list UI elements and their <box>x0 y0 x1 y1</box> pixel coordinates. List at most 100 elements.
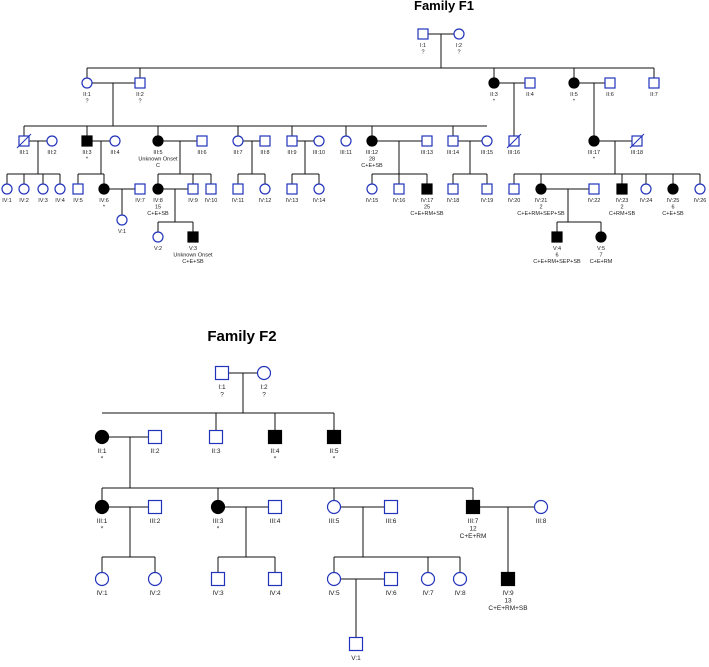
female-circle-f1-v-1 <box>116 214 128 226</box>
individual-id-f1-iv-8: IV:8 <box>153 198 163 204</box>
male-square-f1-iv-20 <box>508 183 520 195</box>
individual-id-f1-iii-13: III:13 <box>421 150 433 156</box>
female-circle-f2-iii-5 <box>326 499 342 515</box>
individual-f2-iii-5: III:5 <box>326 499 342 525</box>
individual-note-f2-ii-1: * <box>101 456 104 463</box>
individual-f1-iv-22: IV:22 <box>588 183 600 204</box>
individual-id-f2-iii-7: III:7 <box>468 518 479 525</box>
female-circle-f1-iv-3 <box>37 183 49 195</box>
individual-id-f1-iv-2: IV:2 <box>19 198 29 204</box>
female-circle-f1-iv-15 <box>366 183 378 195</box>
male-square-f2-iii-7 <box>465 499 481 515</box>
individual-f2-ii-2: II:2 <box>147 429 163 455</box>
female-circle-f1-iv-24 <box>640 183 652 195</box>
individual-f1-v-4: V:46C+E+RM+SEP+SB <box>533 231 581 265</box>
individual-id-f1-iii-6: III:6 <box>197 150 206 156</box>
individual-f1-ii-2: II:2? <box>134 77 146 105</box>
individual-f2-v-1: V:1 <box>348 636 364 662</box>
individual-f1-ii-7: II:7 <box>648 77 660 98</box>
individual-f2-iii-2: III:2 <box>147 499 163 525</box>
female-circle-f2-iii-8 <box>533 499 549 515</box>
individual-f1-iv-1: IV:1 <box>1 183 13 204</box>
individual-note-f2-ii-4: * <box>274 456 277 463</box>
individual-note-f1-ii-3: * <box>493 99 496 105</box>
female-circle-f1-iii-5 <box>152 135 164 147</box>
female-circle-f2-iv-1 <box>94 571 110 587</box>
individual-f1-iii-18: III:18 <box>629 133 645 156</box>
male-square-f1-iv-19 <box>481 183 493 195</box>
individual-id-f2-iii-6: III:6 <box>386 518 397 525</box>
individual-id-f1-v-1: V:1 <box>118 229 126 235</box>
individual-f1-iv-16: IV:16 <box>393 183 405 204</box>
individual-id-f1-ii-7: II:7 <box>650 92 658 98</box>
female-circle-f1-i-2 <box>453 28 465 40</box>
individual-f1-ii-4: II:4 <box>524 77 536 98</box>
individual-id-f1-iv-6: IV:6 <box>99 198 109 204</box>
female-circle-f1-iii-2 <box>46 135 58 147</box>
individual-id-f2-ii-5: II:5 <box>329 448 338 455</box>
female-circle-f1-iv-2 <box>18 183 30 195</box>
female-circle-f1-iii-17 <box>588 135 600 147</box>
individual-id-f2-iv-4: IV:4 <box>269 590 281 597</box>
individual-id-f2-i-2: I:2 <box>260 384 268 391</box>
individual-note-f1-iii-3: * <box>86 157 89 163</box>
male-square-f1-iii-13 <box>421 135 433 147</box>
individual-f2-iv-4: IV:4 <box>267 571 283 597</box>
individual-id-f1-iv-10: IV:10 <box>205 198 218 204</box>
individual-note-f1-iii-17: * <box>593 157 596 163</box>
male-square-f2-iv-3 <box>210 571 226 587</box>
individual-f2-i-1: I:1? <box>214 365 230 399</box>
individual-f1-iv-15: IV:15 <box>366 183 378 204</box>
individual-f1-ii-1: II:1? <box>81 77 93 105</box>
female-circle-f1-iii-15 <box>481 135 493 147</box>
individual-id-f1-iv-18: IV:18 <box>447 198 460 204</box>
individual-note-f1-v-3: Unknown Onset <box>173 253 213 259</box>
individual-id-f1-iii-10: III:10 <box>313 150 325 156</box>
individual-f1-iv-12: IV:12 <box>259 183 271 204</box>
male-square-f1-iii-6 <box>196 135 208 147</box>
male-square-f2-iv-6 <box>383 571 399 587</box>
individual-id-f1-iv-21: IV:21 <box>535 198 548 204</box>
female-circle-f1-v-5 <box>595 231 607 243</box>
individual-id-f1-iv-9: IV:9 <box>188 198 198 204</box>
individual-id-f1-iii-11: III:11 <box>340 150 352 156</box>
individual-id-f1-iii-15: III:15 <box>481 150 493 156</box>
family-f2-title: Family F2 <box>207 328 276 345</box>
individual-id-f2-iv-5: IV:5 <box>328 590 340 597</box>
individual-f1-iv-14: IV:14 <box>313 183 325 204</box>
individual-id-f1-ii-6: II:6 <box>606 92 614 98</box>
individual-id-f1-iv-17: IV:17 <box>421 198 434 204</box>
individual-id-f2-iii-5: III:5 <box>329 518 340 525</box>
individual-id-f1-iii-4: III:4 <box>110 150 119 156</box>
female-circle-f1-ii-1 <box>81 77 93 89</box>
individual-f1-iii-14: III:14 <box>447 135 459 156</box>
individual-id-f2-ii-3: II:3 <box>211 448 220 455</box>
individual-id-f1-iv-24: IV:24 <box>640 198 653 204</box>
male-square-f1-iii-8 <box>259 135 271 147</box>
individual-f2-iv-2: IV:2 <box>147 571 163 597</box>
individual-id-f1-iv-5: IV:5 <box>73 198 83 204</box>
individual-f1-iv-26: IV:26 <box>694 183 706 204</box>
individual-note-f2-iv-9: C+E+RM+SB <box>488 605 527 612</box>
individual-f1-iii-11: III:11 <box>340 135 352 156</box>
individual-f1-iii-9: III:9 <box>286 135 298 156</box>
individual-f1-iv-13: IV:13 <box>286 183 298 204</box>
individual-id-f1-v-2: V:2 <box>154 246 162 252</box>
individual-id-f1-ii-4: II:4 <box>526 92 534 98</box>
male-square-f1-v-3 <box>187 231 199 243</box>
deceased-slash-f1-iii-16 <box>506 133 522 149</box>
individual-id-f2-iv-3: IV:3 <box>212 590 224 597</box>
male-square-f1-iv-17 <box>421 183 433 195</box>
individual-note-f1-iii-12: 28 <box>369 157 375 163</box>
individual-note-f1-iii-12: C+E+SB <box>361 163 383 169</box>
individual-f1-iii-17: III:17* <box>588 135 600 163</box>
individual-note-f1-iv-21: 2 <box>539 205 542 211</box>
female-circle-f1-iii-12 <box>366 135 378 147</box>
male-square-f1-ii-4 <box>524 77 536 89</box>
individual-f1-ii-5: II:5* <box>568 77 580 105</box>
individual-f1-i-1: I:1? <box>417 28 429 56</box>
